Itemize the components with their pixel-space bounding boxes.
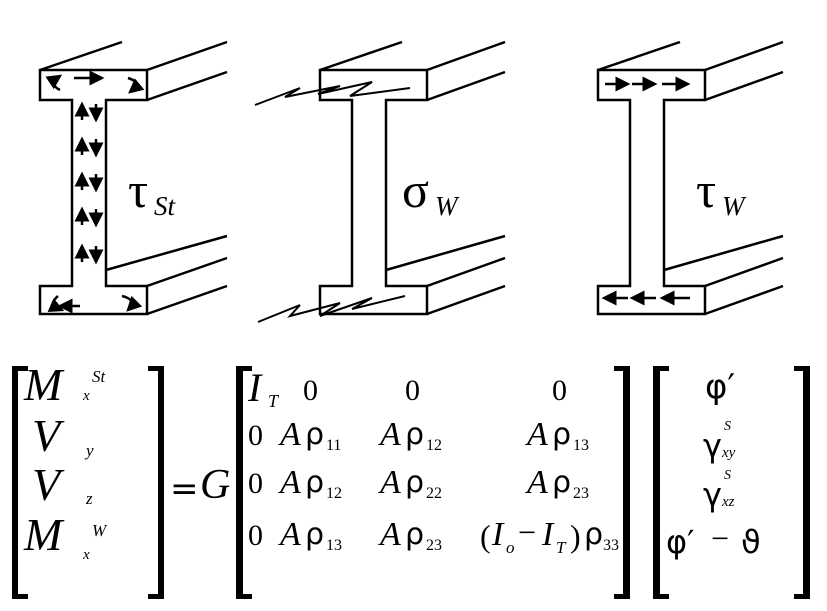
rhs-bracket-right: [803, 366, 810, 599]
lhs-vz: V: [32, 459, 61, 510]
m44-it-sub: T: [556, 538, 566, 557]
m33-rho: ρ: [405, 465, 425, 500]
lhs-bracket-left: [12, 366, 18, 599]
rhs-gamma-xy: γ: [703, 427, 722, 465]
m23-a: A: [380, 416, 401, 453]
rhs-gamma-xz: γ: [703, 476, 722, 514]
lhs-mx-w: M: [24, 509, 63, 560]
lhs-vz-sub: z: [86, 489, 93, 508]
rhs-phi-minus-theta-phi: φ′: [666, 523, 695, 561]
m44-rho: ρ: [584, 517, 604, 552]
rhs-minus: −: [711, 520, 730, 556]
i-beam-warping-normal: [318, 40, 506, 316]
m23-sub: 12: [426, 437, 442, 454]
m42-rho: ρ: [305, 517, 325, 552]
lhs-bracket-right: [158, 366, 164, 599]
m22-a: A: [280, 416, 301, 453]
m43-a: A: [380, 516, 401, 553]
m34-sub: 23: [573, 485, 589, 502]
m24-a: A: [527, 416, 548, 453]
m24-sub: 13: [573, 437, 589, 454]
lhs-mx-w-sub: x: [83, 547, 90, 563]
matrix-bracket-left: [236, 366, 243, 599]
shear-modulus-g: G: [200, 462, 231, 508]
m41: 0: [248, 519, 263, 552]
lhs-mx-st-sub: x: [83, 388, 90, 404]
i-beam-warping-shear: [596, 40, 784, 316]
warping-shear-arrows: [601, 76, 691, 306]
m42-sub: 13: [326, 537, 342, 554]
rhs-gamma-xz-sub: xz: [722, 494, 735, 510]
m33-sub: 22: [426, 485, 442, 502]
m32-a: A: [280, 464, 301, 501]
rhs-gamma-xy-sub: xy: [722, 445, 736, 461]
rhs-vartheta: ϑ: [741, 523, 761, 561]
m43-sub: 23: [426, 537, 442, 554]
lhs-mx-w-sup: W: [92, 521, 107, 540]
m44-minus: −: [518, 514, 537, 550]
m34-a: A: [527, 464, 548, 501]
warping-stress-arrows: [254, 81, 411, 323]
m12: 0: [303, 374, 318, 407]
equals-sign: =: [170, 469, 199, 509]
m23-rho: ρ: [405, 417, 425, 452]
m22-sub: 11: [326, 437, 342, 454]
m11-t-sub: T: [268, 391, 279, 411]
m34-rho: ρ: [552, 465, 572, 500]
m42-a: A: [280, 516, 301, 553]
shear-flow-arrows-st: [45, 70, 145, 314]
lhs-mx-st-sup: St: [92, 367, 106, 386]
m21: 0: [248, 419, 263, 452]
rhs-gamma-xy-sup: S: [724, 419, 731, 434]
m14: 0: [552, 374, 567, 407]
m31: 0: [248, 467, 263, 500]
rhs-phi-prime: φ′: [705, 367, 736, 407]
m32-rho: ρ: [305, 465, 325, 500]
m44-sub: 33: [603, 537, 619, 554]
m44-lparen: (: [480, 518, 491, 554]
lhs-vy-sub: y: [86, 441, 94, 460]
m13: 0: [405, 374, 420, 407]
m44-it: I: [542, 516, 554, 553]
m24-rho: ρ: [552, 417, 572, 452]
lhs-vy: V: [32, 410, 61, 461]
rhs-gamma-xz-sup: S: [724, 468, 731, 483]
m44-io: I: [492, 516, 504, 553]
matrix-bracket-right: [623, 366, 630, 599]
m33-a: A: [380, 464, 401, 501]
m22-rho: ρ: [305, 417, 325, 452]
rhs-bracket-left: [653, 366, 660, 599]
m32-sub: 12: [326, 485, 342, 502]
m44-rparen: ): [570, 518, 581, 554]
lhs-mx-st: M: [24, 359, 63, 410]
m43-rho: ρ: [405, 517, 425, 552]
m44-io-sub: o: [506, 538, 515, 557]
m11-i: I: [248, 365, 262, 410]
